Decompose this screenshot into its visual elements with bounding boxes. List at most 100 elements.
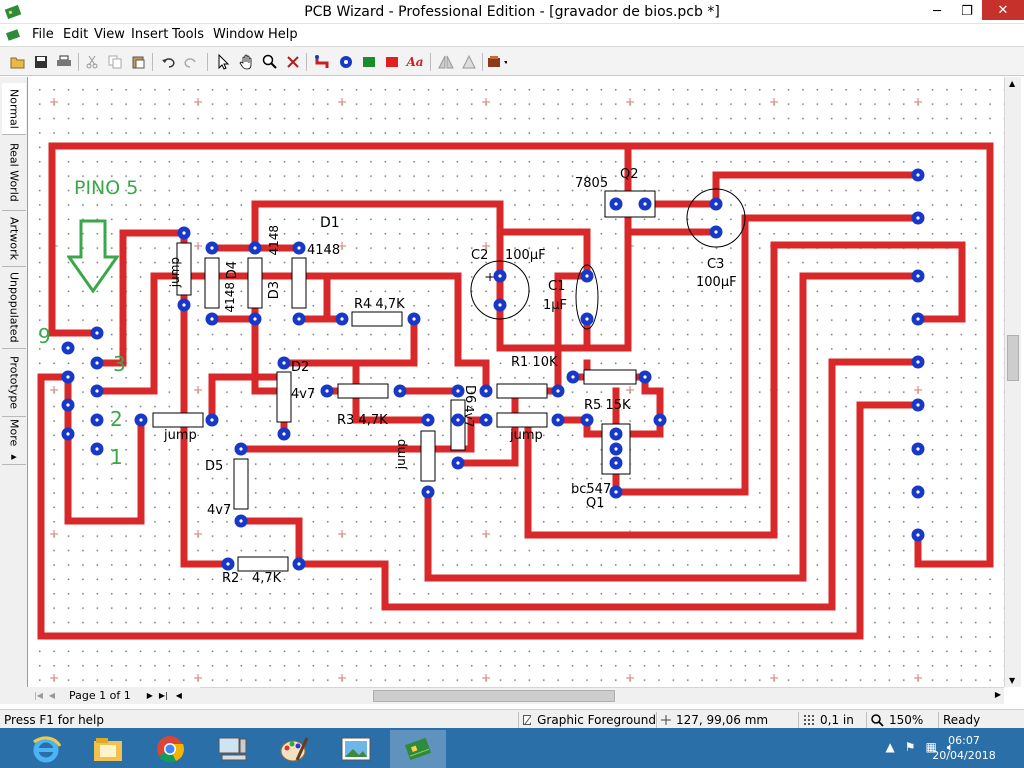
prev-page-icon[interactable]: ◀	[48, 691, 56, 700]
vertical-scroll-thumb[interactable]	[1007, 335, 1019, 381]
minimize-button[interactable]: ─	[933, 3, 941, 19]
select-icon[interactable]	[214, 52, 234, 72]
grid-mark	[194, 98, 202, 106]
chrome-icon[interactable]	[142, 730, 198, 768]
first-page-icon[interactable]: |◀	[34, 691, 43, 700]
pino-5-label: PINO 5	[74, 177, 139, 199]
save-icon[interactable]	[31, 52, 51, 72]
status-state: Ready	[938, 712, 1024, 728]
pcb-wizard-icon[interactable]	[390, 730, 446, 768]
pad-icon[interactable]	[336, 52, 356, 72]
title-bar: PCB Wizard - Professional Edition - [gra…	[0, 0, 1024, 24]
pad-hole	[916, 533, 920, 537]
paint-icon[interactable]	[266, 730, 322, 768]
paste-icon[interactable]	[128, 52, 148, 72]
r1-label: R1 10K	[511, 355, 558, 370]
pcb-canvas[interactable]: + PINO 5 9 3 2 1 D1 4148 D4 4148 D3 4148…	[29, 77, 1004, 687]
next-page-icon[interactable]: ▶	[146, 691, 153, 700]
grid-mark	[194, 386, 202, 394]
mirror-icon[interactable]	[436, 52, 456, 72]
pad-hole	[916, 216, 920, 220]
menu-view[interactable]: View	[94, 27, 125, 42]
horizontal-scrollbar[interactable]: ▶	[29, 687, 1004, 704]
photos-icon[interactable]	[328, 730, 384, 768]
menu-help[interactable]: Help	[268, 27, 298, 42]
track-icon[interactable]	[312, 52, 332, 72]
scroll-left-icon[interactable]: ◀	[175, 691, 182, 700]
flip-icon[interactable]	[459, 52, 479, 72]
d1-label: D1	[320, 215, 340, 231]
component-icon[interactable]	[487, 52, 507, 72]
status-layer-text: Graphic Foreground	[537, 713, 656, 727]
tab-normal[interactable]: Normal	[2, 83, 26, 135]
status-grid[interactable]: 0,1 in	[798, 712, 866, 728]
pad-hole	[614, 202, 618, 206]
page-indicator: Page 1 of 1	[69, 689, 131, 702]
status-coords-text: 127, 99,06 mm	[676, 713, 769, 727]
status-zoom[interactable]: 150%	[866, 712, 938, 728]
d2-value: 4v7	[291, 387, 316, 402]
document-icon[interactable]	[5, 27, 21, 43]
pcb-wizard-app-icon[interactable]	[4, 3, 22, 21]
last-page-icon[interactable]: ▶|	[158, 691, 168, 700]
cut-icon[interactable]	[82, 52, 102, 72]
grid-mark	[338, 674, 346, 682]
menu-file[interactable]: File	[32, 27, 54, 42]
computer-icon[interactable]	[204, 730, 260, 768]
text-icon[interactable]: Aa	[406, 55, 424, 69]
undo-icon[interactable]	[158, 52, 178, 72]
rect-icon[interactable]	[359, 52, 379, 72]
pad-hole	[239, 447, 243, 451]
scroll-up-icon[interactable]: ▲	[1009, 79, 1016, 88]
delete-icon[interactable]	[283, 52, 303, 72]
copy-icon[interactable]	[105, 52, 125, 72]
tab-artwork[interactable]: Artwork	[2, 211, 26, 267]
pan-icon[interactable]	[237, 52, 257, 72]
jump-1-label: jump	[168, 257, 182, 288]
explorer-icon[interactable]	[80, 730, 136, 768]
pads[interactable]	[61, 168, 925, 571]
pad-hole	[714, 202, 718, 206]
pad-hole	[916, 403, 920, 407]
pcb-board[interactable]: +	[29, 77, 1004, 687]
tab-real-world[interactable]: Real World	[2, 135, 26, 211]
status-layer[interactable]: Graphic Foreground	[518, 712, 656, 728]
menu-edit[interactable]: Edit	[63, 27, 89, 42]
scroll-down-icon[interactable]: ▼	[1009, 676, 1016, 685]
pad-hole	[916, 360, 920, 364]
horizontal-scroll-thumb[interactable]	[373, 690, 615, 702]
pad-hole	[182, 231, 186, 235]
menu-window[interactable]: Window	[213, 27, 265, 42]
r2-label: R2	[222, 571, 240, 586]
maximize-button[interactable]: ❐	[961, 3, 973, 19]
d4-value: 4148	[223, 282, 237, 313]
scroll-right-icon[interactable]: ▶	[994, 690, 1001, 699]
q1-type-label: bc547	[571, 482, 612, 497]
status-grid-text: 0,1 in	[820, 713, 854, 727]
pad-hole	[426, 490, 430, 494]
ie-icon[interactable]	[18, 730, 74, 768]
network-icon[interactable]: ▦	[925, 740, 937, 754]
menu-tools[interactable]: Tools	[172, 27, 205, 42]
print-icon[interactable]	[54, 52, 74, 72]
clock[interactable]: 06:07 20/04/2018	[928, 733, 1000, 763]
tab-unpopulated[interactable]: Unpopulated	[2, 267, 26, 349]
pin-2-label: 2	[110, 407, 123, 431]
pad-hole	[95, 418, 99, 422]
volume-icon[interactable]: 🔈︎	[946, 740, 954, 754]
tab-more[interactable]: More ▸	[2, 417, 26, 465]
fill-icon[interactable]	[382, 52, 402, 72]
zoom-icon[interactable]	[260, 52, 280, 72]
vertical-scrollbar[interactable]: ▲ ▼	[1004, 77, 1021, 687]
flag-icon[interactable]: ⚑	[904, 740, 916, 754]
tray-arrow-icon[interactable]: ▲	[885, 740, 895, 754]
pad-hole	[426, 418, 430, 422]
tab-prototype[interactable]: Prototype	[2, 349, 26, 417]
open-icon[interactable]	[8, 52, 28, 72]
menu-insert[interactable]: Insert	[131, 27, 169, 42]
close-button[interactable]: ✕	[982, 0, 1024, 20]
redo-icon[interactable]	[181, 52, 201, 72]
pad-hole	[614, 461, 618, 465]
pad-hole	[95, 447, 99, 451]
pad-hole	[614, 490, 618, 494]
